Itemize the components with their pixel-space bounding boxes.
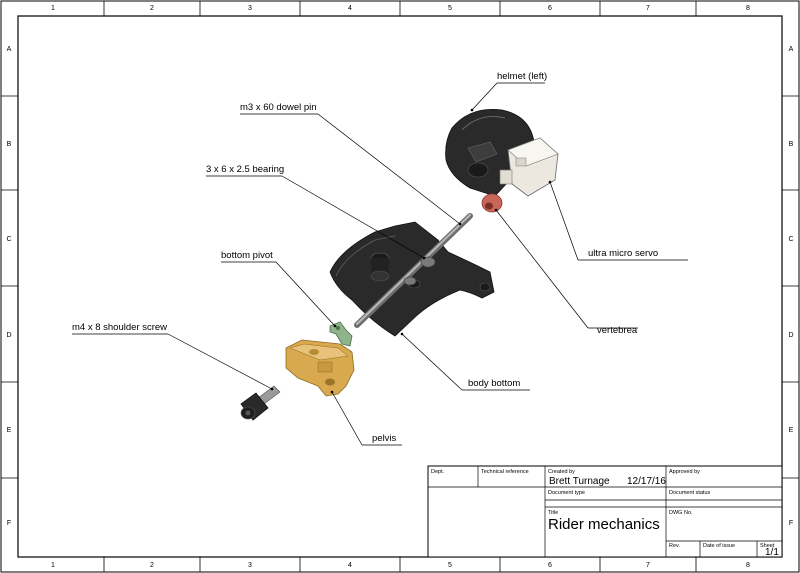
column-labels-bottom: 1 2 3 4 5 6 7 8	[51, 562, 750, 569]
column-labels-top: 1 2 3 4 5 6 7 8	[51, 5, 750, 12]
row-label: B	[789, 141, 794, 148]
callout-vertebrea: vertebrea	[597, 325, 638, 336]
callout-body-bottom: body bottom	[468, 378, 520, 389]
col-label: 1	[51, 562, 55, 569]
servo-part	[499, 137, 559, 197]
callout-servo: ultra micro servo	[588, 248, 658, 259]
callout-pelvis: pelvis	[372, 433, 397, 444]
col-label: 1	[51, 5, 55, 12]
row-label: F	[7, 520, 11, 527]
sheet-label: Sheet	[760, 543, 775, 549]
row-ticks	[1, 95, 799, 479]
row-label: B	[7, 141, 12, 148]
date-value: 12/17/16	[627, 476, 666, 487]
row-labels-left: A B C D E F	[6, 46, 11, 527]
bottom-pivot-part	[329, 321, 353, 347]
title-block: Dept. Technical reference Created by Bre…	[427, 465, 783, 558]
approved-by-label: Approved by	[669, 469, 700, 475]
col-label: 6	[548, 562, 552, 569]
row-label: D	[6, 332, 11, 339]
col-label: 4	[348, 562, 352, 569]
callout-helmet: helmet (left)	[497, 71, 547, 82]
created-by-label: Created by	[548, 469, 575, 475]
col-label: 2	[150, 562, 154, 569]
col-label: 3	[248, 562, 252, 569]
title-label: Title	[548, 510, 558, 516]
row-label: C	[6, 236, 11, 243]
col-label: 5	[448, 5, 452, 12]
created-by-value: Brett Turnage	[549, 476, 610, 487]
row-label: F	[789, 520, 793, 527]
leader-lines	[72, 82, 688, 446]
shoulder-screw-part	[240, 385, 281, 421]
row-label: A	[789, 46, 794, 53]
doc-status-label: Document status	[669, 490, 711, 496]
col-label: 8	[746, 562, 750, 569]
leader-arrowheads	[270, 108, 552, 394]
column-ticks	[103, 1, 697, 572]
col-label: 6	[548, 5, 552, 12]
col-label: 2	[150, 5, 154, 12]
dept-label: Dept.	[431, 469, 445, 475]
callout-bottom-pivot: bottom pivot	[221, 250, 273, 261]
bearing-part	[403, 256, 436, 286]
col-label: 3	[248, 5, 252, 12]
col-label: 7	[646, 562, 650, 569]
dwg-no-label: DWG No.	[669, 510, 693, 516]
row-label: C	[788, 236, 793, 243]
rev-label: Rev.	[669, 543, 680, 549]
drawing-title: Rider mechanics	[548, 516, 660, 533]
row-label: D	[788, 332, 793, 339]
tech-ref-label: Technical reference	[481, 469, 529, 475]
callout-bearing: 3 x 6 x 2.5 bearing	[206, 164, 284, 175]
sheet-value: 1/1	[765, 547, 779, 558]
row-label: A	[7, 46, 12, 53]
callout-shoulder-screw: m4 x 8 shoulder screw	[72, 322, 167, 333]
row-label: E	[789, 427, 794, 434]
vertebrea-part	[481, 193, 503, 213]
col-label: 8	[746, 5, 750, 12]
dowel-pin-part	[354, 213, 473, 328]
col-label: 4	[348, 5, 352, 12]
pelvis-part	[285, 339, 355, 397]
row-labels-right: A B C D E F	[788, 46, 793, 527]
date-of-issue-label: Date of issue	[703, 543, 735, 549]
col-label: 7	[646, 5, 650, 12]
doc-type-label: Document type	[548, 490, 585, 496]
col-label: 5	[448, 562, 452, 569]
callout-dowel-pin: m3 x 60 dowel pin	[240, 102, 317, 113]
row-label: E	[7, 427, 12, 434]
